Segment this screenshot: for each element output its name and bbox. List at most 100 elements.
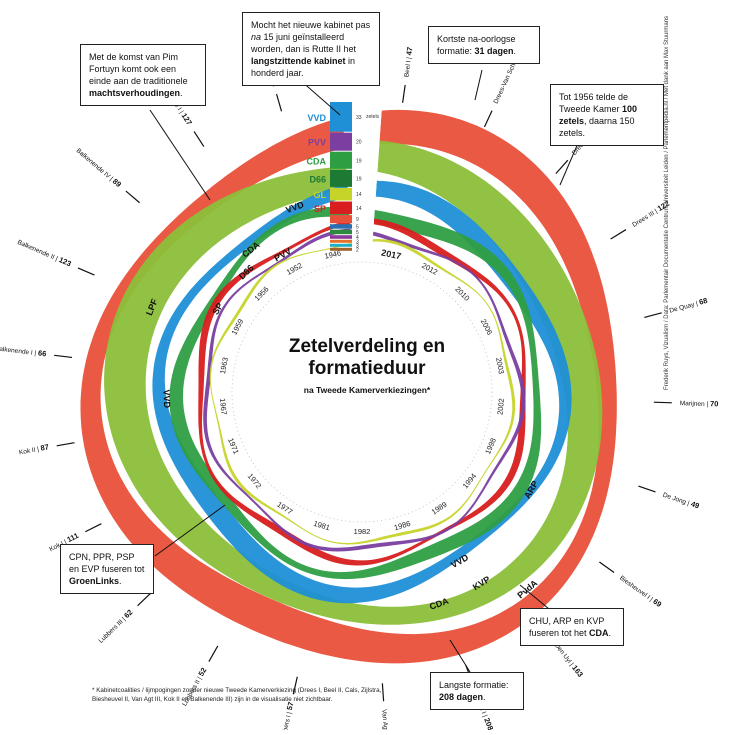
year-tick-label: 1967 — [218, 398, 229, 416]
inner-tick-ring — [231, 261, 493, 523]
year-tick-label: 1998 — [483, 437, 498, 456]
formation-label: Kok II | 87 — [18, 442, 49, 456]
year-tick-label: 1963 — [218, 357, 230, 375]
seat-block-2017 — [330, 215, 352, 224]
year-tick-label: 2003 — [494, 357, 506, 375]
side-credit: Frederik Ruys, Vizualism / Data: Parleme… — [664, 15, 670, 390]
seat-block-2017 — [330, 229, 352, 235]
chart-title: Zetelverdeling en formatieduur — [288, 336, 446, 379]
seat-tick-label: 3 — [356, 243, 359, 249]
seat-block-2017 — [330, 247, 352, 251]
callout-fortuyn: Met de komst van Pim Fortuyn komt ook ee… — [80, 44, 206, 106]
formation-tick — [644, 312, 662, 318]
callout-leader — [154, 504, 226, 557]
year-tick-label: 2002 — [495, 398, 506, 416]
year-tick-label: 2012 — [420, 261, 439, 277]
formation-tick — [77, 267, 95, 276]
seat-tick-label: 33 — [356, 115, 362, 121]
seat-block-2017 — [330, 169, 352, 187]
formation-tick — [599, 561, 615, 573]
callout-greenlinks: CPN, PPR, PSP en EVP fuseren tot GroenLi… — [60, 544, 154, 594]
callout-rutte: Mocht het nieuwe kabinet pas na 15 juni … — [242, 12, 380, 86]
chart-title-block: Zetelverdeling en formatieduur na Tweede… — [272, 336, 462, 395]
formation-tick — [402, 84, 406, 103]
seat-tick-label: 19 — [356, 158, 362, 164]
band-label: VVD — [161, 389, 172, 408]
seat-tick-label: 2 — [356, 247, 359, 253]
formation-label: De Jong | 49 — [662, 490, 701, 511]
formation-tick — [208, 645, 219, 662]
formation-label: De Quay | 68 — [668, 296, 708, 315]
formation-tick — [85, 523, 102, 533]
formation-label: Den Uyl | 163 — [553, 641, 585, 679]
inner-disc — [244, 274, 480, 510]
year-tick-label: 1972 — [246, 472, 264, 491]
series-label-2017: SP — [314, 204, 326, 214]
seat-block-2017 — [330, 132, 352, 151]
seat-tick-label: 19 — [356, 176, 362, 182]
series-label-2017: VVD — [307, 113, 326, 123]
series-label-2017: GL — [314, 190, 327, 200]
seat-tick-label: 20 — [356, 140, 362, 146]
seat-block-2017 — [330, 235, 352, 239]
seats-unit-label: zetels — [366, 114, 380, 120]
formation-tick — [292, 676, 298, 695]
year-tick-label: 1986 — [393, 519, 412, 532]
series-label-2017: PVV — [308, 138, 326, 148]
year-tick-label: 1981 — [312, 519, 331, 532]
footnote: * Kabinetcoalities / lijmpogingen zonder… — [92, 687, 382, 703]
seat-tick-label: 14 — [356, 206, 362, 212]
callout-leader — [149, 109, 211, 201]
year-tick-label: 2006 — [479, 317, 495, 336]
formation-tick — [638, 485, 656, 493]
seat-block-2017 — [330, 239, 352, 243]
year-tick-label: 1982 — [354, 527, 371, 536]
seat-tick-label: 5 — [356, 230, 359, 236]
seat-block-2017 — [330, 151, 352, 169]
year-tick-label: 1952 — [285, 261, 304, 277]
formation-tick — [555, 159, 569, 175]
seat-block-2017 — [330, 224, 352, 229]
callout-leader — [474, 69, 483, 101]
formation-tick — [610, 229, 627, 240]
formation-tick — [56, 442, 75, 447]
formation-tick — [125, 190, 141, 204]
callout-longest: Langste formatie: 208 dagen. — [430, 672, 524, 710]
formation-label: Van Agt II | 108 — [380, 709, 392, 730]
callout-seats: Tot 1956 telde de Tweede Kamer 100 zetel… — [550, 84, 664, 146]
callout-leader — [449, 639, 471, 673]
formation-tick — [483, 110, 493, 128]
seat-block-2017 — [330, 243, 352, 247]
year-tick-label: 1946 — [324, 248, 342, 260]
seat-tick-label: 14 — [356, 192, 362, 198]
formation-label: Balkenende IV | 89 — [75, 146, 123, 189]
series-label-2017: CDA — [307, 156, 327, 166]
formation-label: Balkenende II | 123 — [16, 237, 72, 268]
year-tick-label: 2017 — [380, 247, 402, 261]
formation-label: Lubbers I | 57 — [278, 701, 296, 730]
formation-tick — [137, 592, 151, 607]
chart-subtitle: na Tweede Kamerverkiezingen* — [303, 385, 431, 395]
seat-tick-label: 5 — [356, 224, 359, 230]
series-label-2017: D66 — [309, 174, 326, 184]
formation-label: Marijnen | 70 — [680, 398, 719, 408]
year-tick-label: 1971 — [226, 437, 241, 456]
seat-tick-label: 9 — [356, 217, 359, 223]
year-tick-label: 1989 — [430, 500, 449, 517]
formation-label: Biesheuvel I | 69 — [618, 573, 663, 609]
year-tick-label: 2010 — [453, 285, 471, 303]
formation-tick — [653, 401, 672, 404]
formation-label: Balkenende I | 66 — [0, 343, 47, 358]
callout-shortest: Kortste na-oorlogse formatie: 31 dagen. — [428, 26, 540, 64]
formation-tick — [275, 93, 283, 112]
seat-tick-label: 4 — [356, 235, 359, 241]
callout-cda: CHU, ARP en KVP fuseren tot het CDA. — [520, 608, 624, 646]
seat-block-2017 — [330, 187, 352, 201]
seat-tick-label: 3 — [356, 239, 359, 245]
formation-tick — [54, 354, 73, 359]
seat-block-2017 — [330, 201, 352, 215]
formation-tick — [381, 683, 385, 702]
formation-label: Lubbers III | 62 — [96, 608, 134, 645]
